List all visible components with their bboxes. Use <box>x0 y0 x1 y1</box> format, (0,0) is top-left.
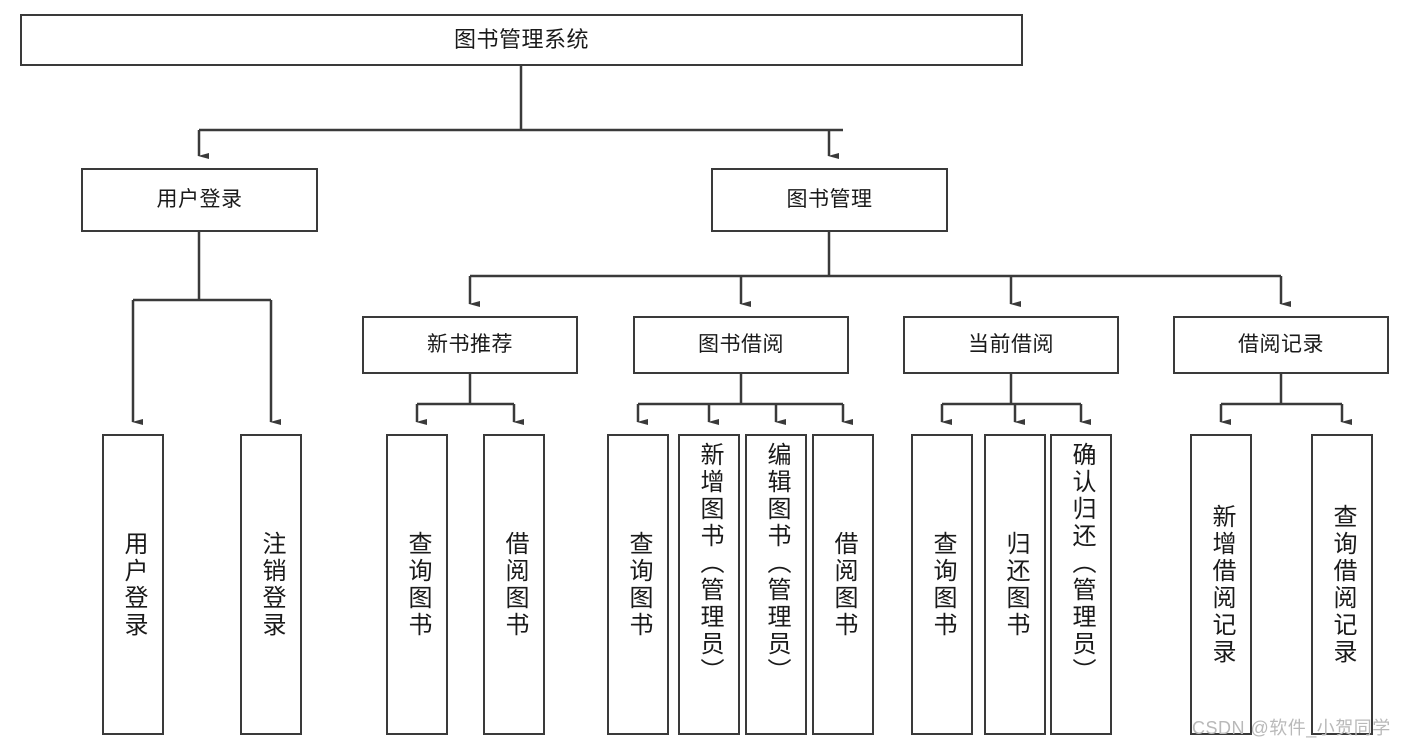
node-leaf-borrow-book-2[interactable]: 借阅图书 <box>812 434 874 735</box>
node-leaf-edit-book-label: 编辑图书（管理员） <box>762 442 790 685</box>
node-leaf-add-book[interactable]: 新增图书（管理员） <box>678 434 740 735</box>
node-book-manage[interactable]: 图书管理 <box>711 168 948 232</box>
node-new-book-rec[interactable]: 新书推荐 <box>362 316 578 374</box>
node-current-borrow-label: 当前借阅 <box>968 333 1054 357</box>
node-leaf-logout[interactable]: 注销登录 <box>240 434 302 735</box>
watermark: CSDN @软件_小贺同学 <box>1192 718 1391 738</box>
node-leaf-user-login-label: 用户登录 <box>119 530 147 639</box>
node-book-borrow-label: 图书借阅 <box>698 333 784 357</box>
node-root[interactable]: 图书管理系统 <box>20 14 1023 66</box>
node-leaf-add-record[interactable]: 新增借阅记录 <box>1190 434 1252 735</box>
node-leaf-edit-book[interactable]: 编辑图书（管理员） <box>745 434 807 735</box>
node-leaf-logout-label: 注销登录 <box>257 530 285 639</box>
node-leaf-return-book[interactable]: 归还图书 <box>984 434 1046 735</box>
node-leaf-return-book-label: 归还图书 <box>1001 530 1029 639</box>
node-book-borrow[interactable]: 图书借阅 <box>633 316 849 374</box>
node-leaf-query-record[interactable]: 查询借阅记录 <box>1311 434 1373 735</box>
node-leaf-query-book-3[interactable]: 查询图书 <box>911 434 973 735</box>
node-borrow-record-label: 借阅记录 <box>1238 333 1324 357</box>
node-new-book-rec-label: 新书推荐 <box>427 333 513 357</box>
node-user-login-label: 用户登录 <box>156 188 243 212</box>
node-leaf-query-record-label: 查询借阅记录 <box>1328 503 1356 666</box>
node-current-borrow[interactable]: 当前借阅 <box>903 316 1119 374</box>
node-leaf-borrow-book-2-label: 借阅图书 <box>829 530 857 639</box>
node-leaf-confirm-return[interactable]: 确认归还（管理员） <box>1050 434 1112 735</box>
node-book-manage-label: 图书管理 <box>786 188 873 212</box>
node-leaf-confirm-return-label: 确认归还（管理员） <box>1067 442 1095 685</box>
node-leaf-query-book-2-label: 查询图书 <box>624 530 652 639</box>
node-leaf-query-book-1[interactable]: 查询图书 <box>386 434 448 735</box>
node-leaf-add-book-label: 新增图书（管理员） <box>695 442 723 685</box>
node-leaf-query-book-2[interactable]: 查询图书 <box>607 434 669 735</box>
node-leaf-add-record-label: 新增借阅记录 <box>1207 503 1235 666</box>
node-borrow-record[interactable]: 借阅记录 <box>1173 316 1389 374</box>
node-leaf-borrow-book-1-label: 借阅图书 <box>500 530 528 639</box>
node-leaf-borrow-book-1[interactable]: 借阅图书 <box>483 434 545 735</box>
node-leaf-query-book-3-label: 查询图书 <box>928 530 956 639</box>
node-user-login[interactable]: 用户登录 <box>81 168 318 232</box>
node-root-label: 图书管理系统 <box>453 26 589 52</box>
node-leaf-query-book-1-label: 查询图书 <box>403 530 431 639</box>
node-leaf-user-login[interactable]: 用户登录 <box>102 434 164 735</box>
